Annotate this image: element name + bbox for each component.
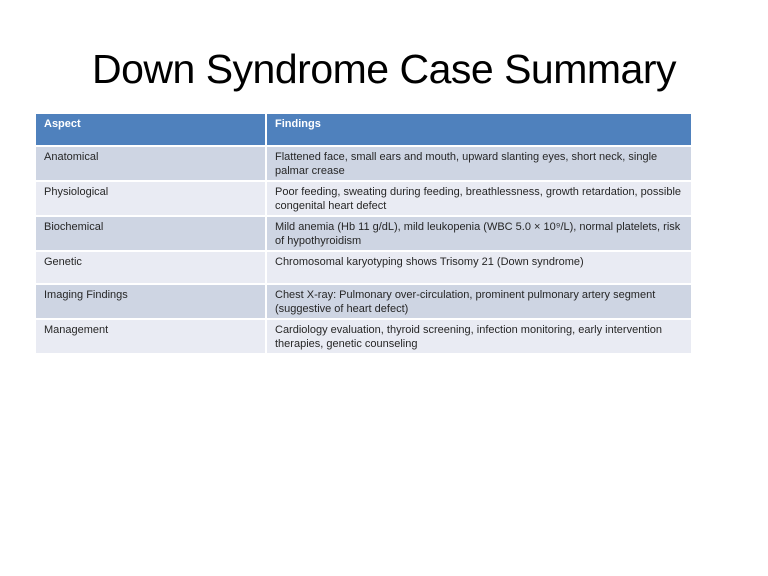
table-row-imaging-findings: Imaging Findings Chest X-ray: Pulmonary … <box>36 285 691 320</box>
table-row-management: Management Cardiology evaluation, thyroi… <box>36 320 691 355</box>
findings-cell: Mild anemia (Hb 11 g/dL), mild leukopeni… <box>267 217 691 252</box>
aspect-cell: Biochemical <box>36 217 267 252</box>
case-summary-table: Aspect Findings Anatomical Flattened fac… <box>36 114 691 355</box>
table-row-anatomical: Anatomical Flattened face, small ears an… <box>36 147 691 182</box>
aspect-cell: Physiological <box>36 182 267 217</box>
table-row-physiological: Physiological Poor feeding, sweating dur… <box>36 182 691 217</box>
findings-cell: Chest X-ray: Pulmonary over-circulation,… <box>267 285 691 320</box>
findings-cell: Cardiology evaluation, thyroid screening… <box>267 320 691 355</box>
aspect-cell: Imaging Findings <box>36 285 267 320</box>
column-header-aspect: Aspect <box>36 114 267 147</box>
table-row-biochemical: Biochemical Mild anemia (Hb 11 g/dL), mi… <box>36 217 691 252</box>
aspect-cell: Anatomical <box>36 147 267 182</box>
column-header-findings: Findings <box>267 114 691 147</box>
table-row-genetic: Genetic Chromosomal karyotyping shows Tr… <box>36 252 691 285</box>
findings-cell: Flattened face, small ears and mouth, up… <box>267 147 691 182</box>
findings-cell: Poor feeding, sweating during feeding, b… <box>267 182 691 217</box>
aspect-cell: Genetic <box>36 252 267 285</box>
table-header-row: Aspect Findings <box>36 114 691 147</box>
slide-title: Down Syndrome Case Summary <box>92 46 676 92</box>
findings-cell: Chromosomal karyotyping shows Trisomy 21… <box>267 252 691 285</box>
aspect-cell: Management <box>36 320 267 355</box>
